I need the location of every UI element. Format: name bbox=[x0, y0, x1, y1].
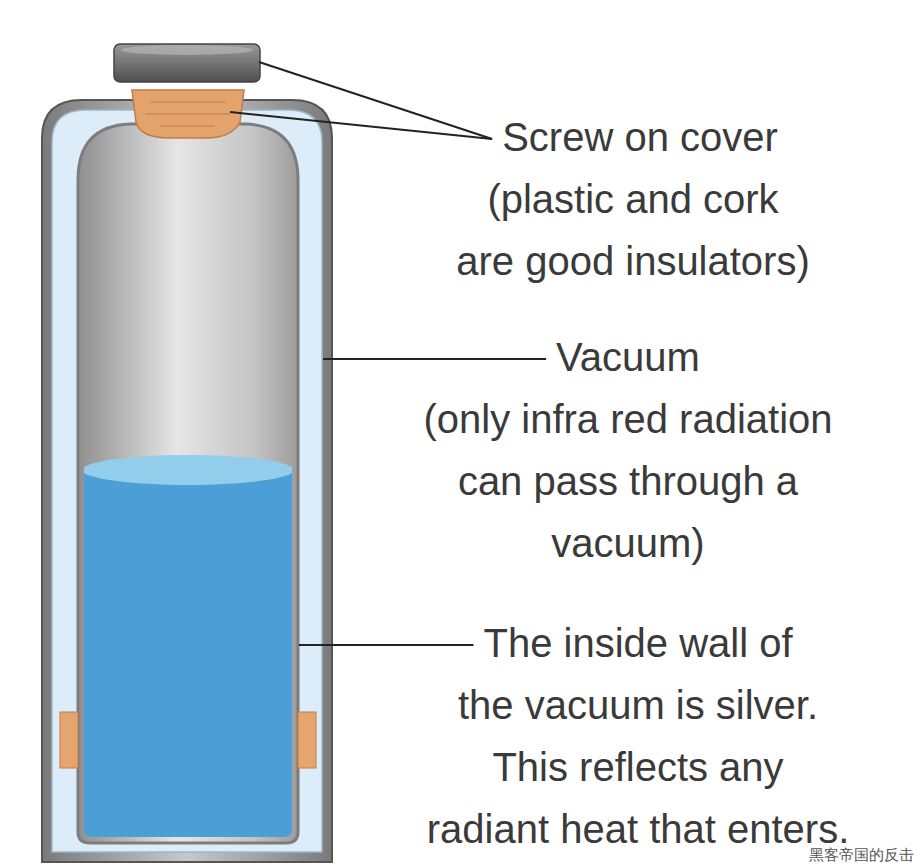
screw-cap bbox=[114, 44, 260, 82]
leader-line bbox=[230, 112, 492, 139]
cork-support bbox=[60, 712, 78, 768]
outer-case bbox=[42, 100, 332, 862]
cork-stopper bbox=[132, 90, 244, 138]
callout-title: Vacuum bbox=[413, 326, 843, 388]
callout-note: The inside wall of the vacuum is silver. bbox=[453, 612, 823, 736]
leader-line bbox=[323, 358, 546, 360]
leader-line bbox=[299, 644, 473, 646]
callout-note: (plastic and cork are good insulators) bbox=[455, 168, 811, 292]
callout-note: This reflects any radiant heat that ente… bbox=[426, 736, 850, 860]
callout-note: (only infra red radiation can pass throu… bbox=[413, 388, 843, 574]
vacuum-gap bbox=[52, 110, 322, 852]
cork-support bbox=[298, 712, 316, 768]
watermark: 黑客帝国的反击 bbox=[809, 846, 914, 864]
silvered-wall bbox=[78, 124, 298, 843]
liquid bbox=[80, 455, 296, 842]
callout-title: Screw on cover bbox=[420, 106, 860, 168]
leader-line bbox=[259, 62, 492, 139]
